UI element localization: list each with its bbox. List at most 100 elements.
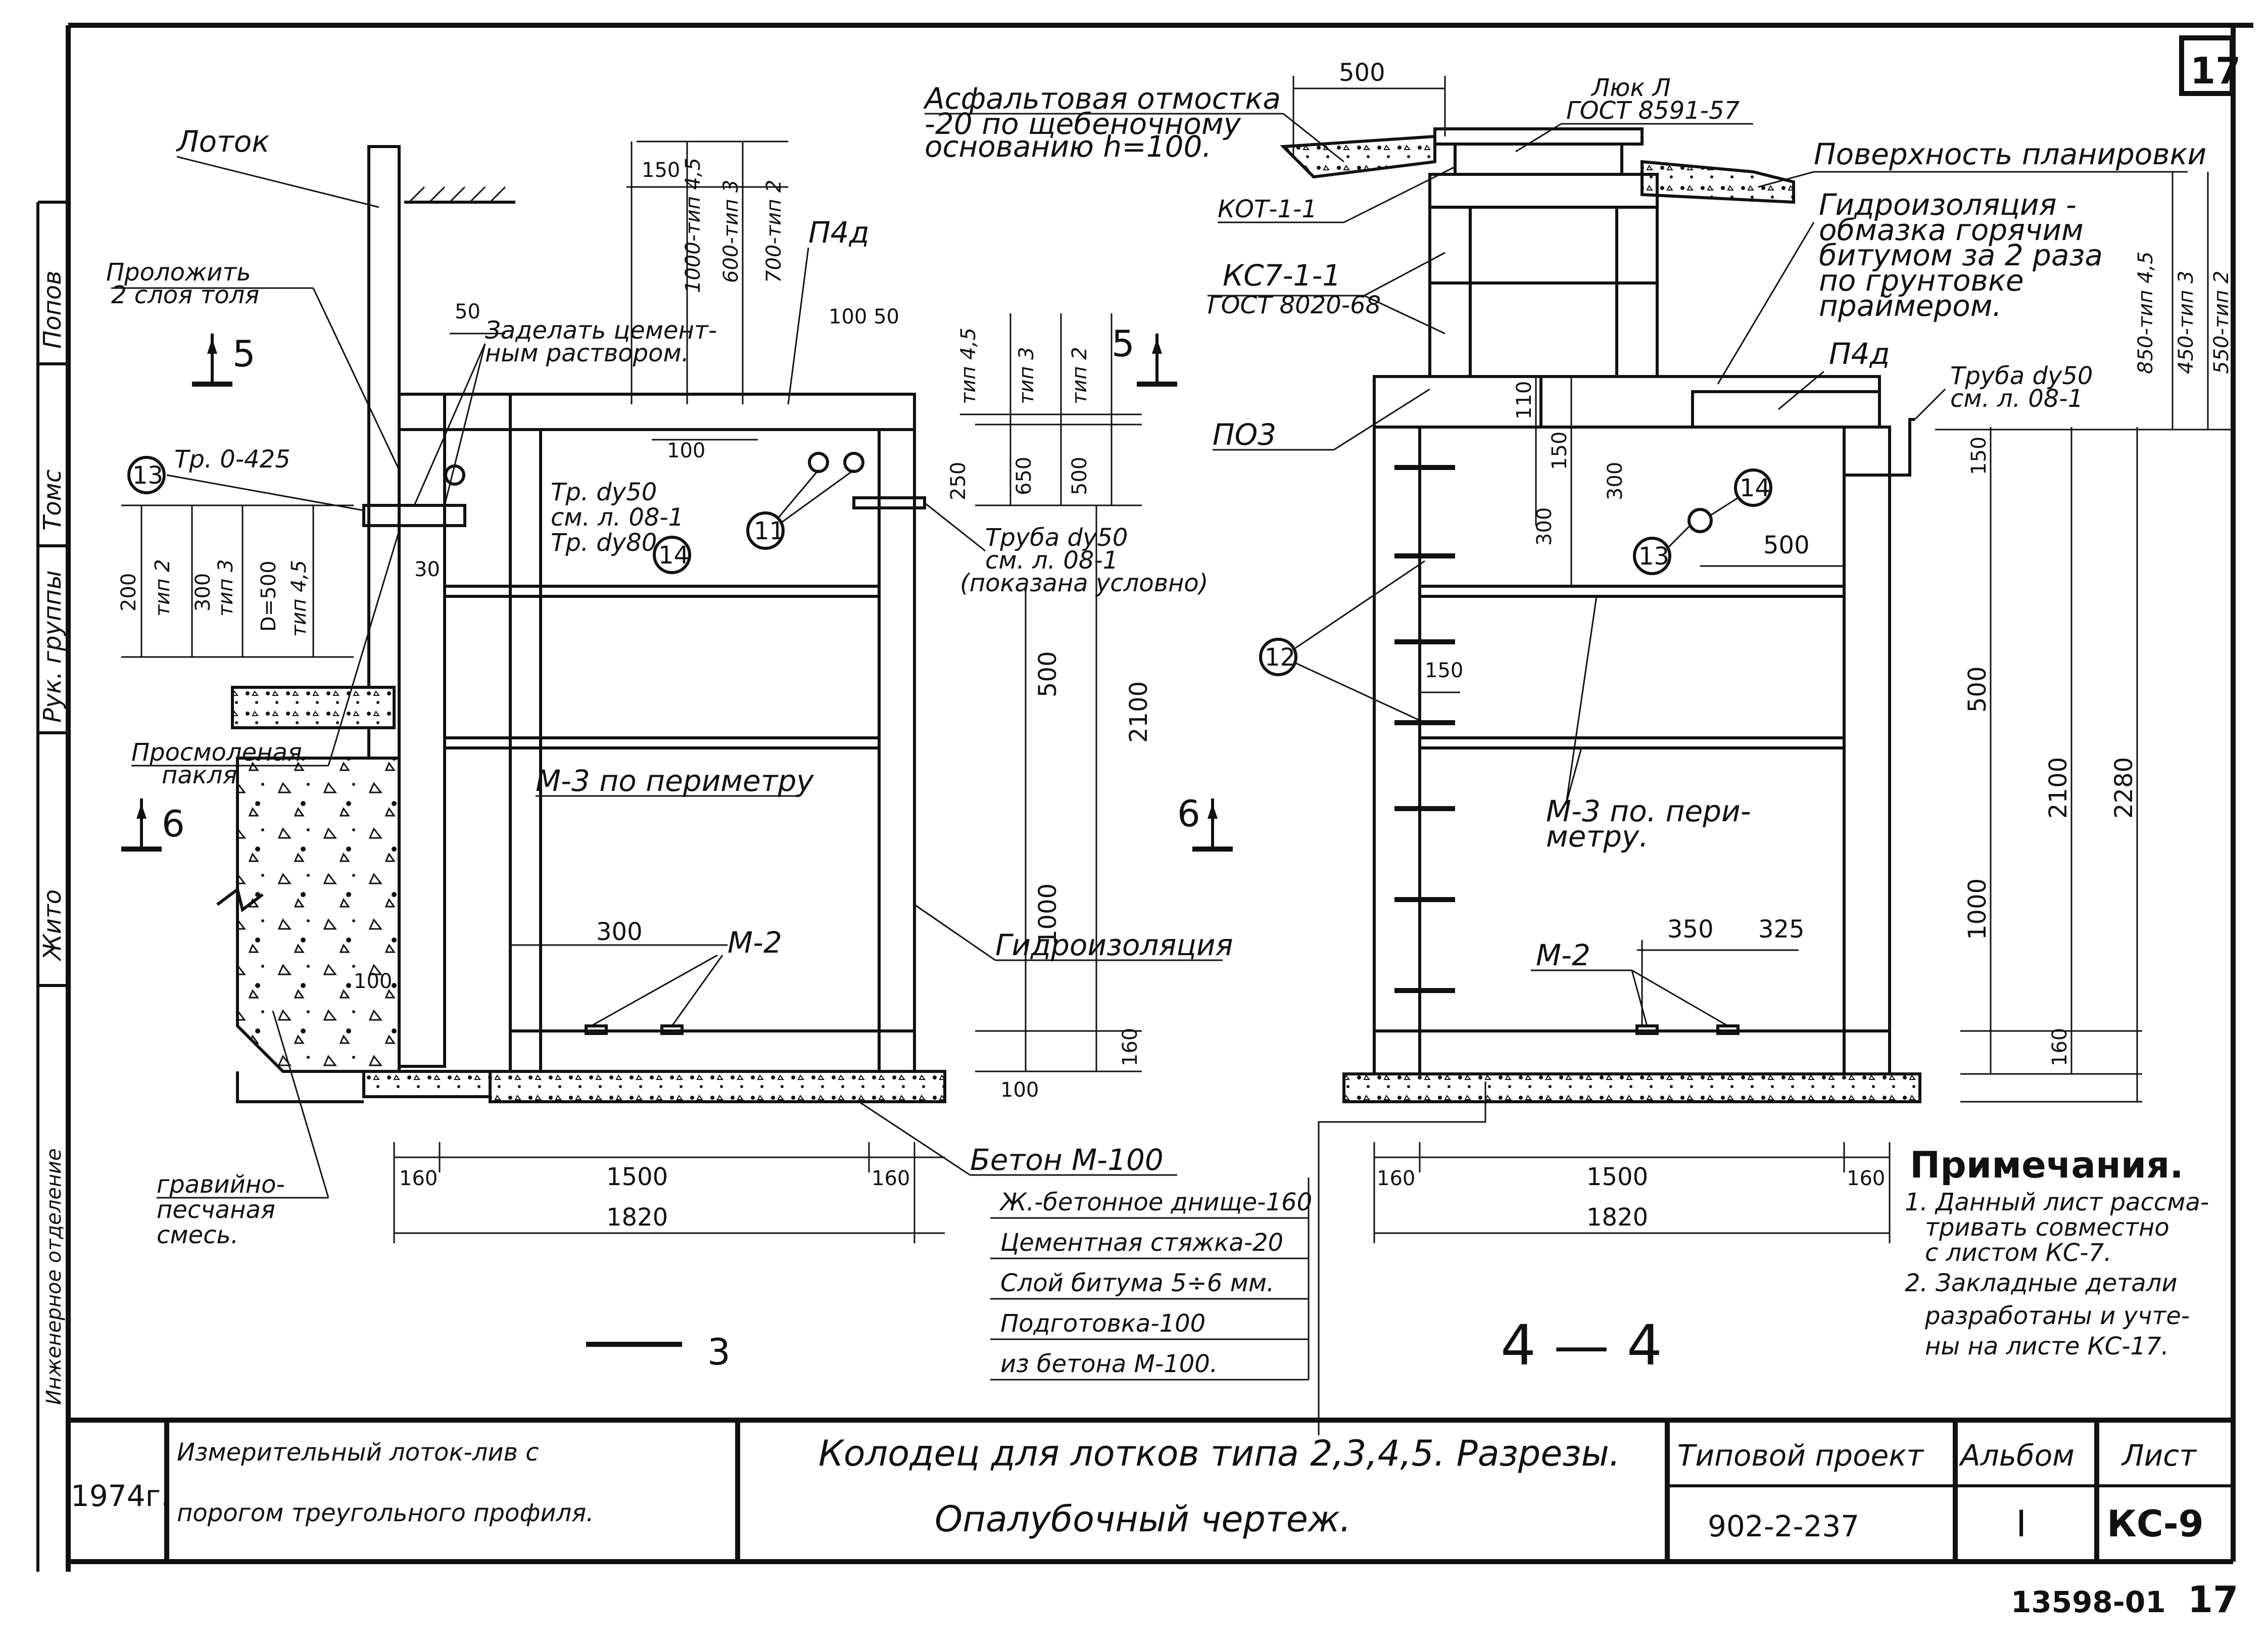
label-gidro-3: Гидроизоляция <box>995 928 1233 962</box>
section-4-dim-lines <box>1292 76 2233 1243</box>
callout-12 <box>1259 560 1425 724</box>
dim-left-100: 100 <box>354 970 392 993</box>
layers-list <box>990 1178 1310 1381</box>
label-pch-4: П4д <box>1829 337 1890 371</box>
section-marker-6-right <box>1192 798 1233 852</box>
archive-number: 13598-01 <box>2011 1585 2166 1619</box>
dim-3-t3: тип 3 <box>1015 347 1038 404</box>
dim-3-300: 300 <box>596 918 643 946</box>
dim-left-30: 30 <box>414 558 440 581</box>
dim-4-150: 150 <box>1548 432 1571 470</box>
dim-4-150c: 150 <box>1967 437 1991 475</box>
label-asfalt-3: основанию h=100. <box>925 129 1212 164</box>
label-tr-0425: Тр. 0-425 <box>174 445 291 474</box>
dim-4-300b: 300 <box>1533 507 1556 546</box>
dim-4-1000: 1000 <box>1963 878 1992 940</box>
left-dimension-lines <box>121 140 788 658</box>
label-truba1c: Тр. dу80 <box>551 529 657 557</box>
title-sheet-label: Лист <box>2121 1438 2197 1473</box>
sheet-frame <box>66 23 2253 1572</box>
label-m2-44: М-2 <box>1536 938 1590 972</box>
dim-left-t45: тип 4,5 <box>287 560 311 637</box>
dim-4-2280: 2280 <box>2110 757 2138 819</box>
dim-left-d500: D=500 <box>257 560 280 632</box>
dim-3-160: 160 <box>1119 1028 1142 1066</box>
dim-left-t3: тип 3 <box>214 559 237 617</box>
dim-3-500: 500 <box>1034 651 1062 697</box>
dim-4-500v: 500 <box>1963 666 1992 713</box>
dim-left-1000: 1000-тип 4,5 <box>682 158 705 293</box>
dim-4-850: 850-тип 4,5 <box>2134 251 2157 374</box>
label-lotok: Лоток <box>176 124 269 159</box>
callout-11 <box>746 469 854 550</box>
dim-4-160: 160 <box>2048 1028 2071 1066</box>
label-asfalt-2: -20 по щебеночному <box>925 107 1241 141</box>
dim-left-700: 700-тип 2 <box>762 180 786 283</box>
label-asfalt-1: Асфальтовая отмостка <box>923 81 1281 116</box>
callout-14-right <box>1710 468 1772 516</box>
dim-4-500: 500 <box>1763 531 1810 559</box>
dim-3-1820: 1820 <box>606 1203 668 1232</box>
dim-4-160b: 160 <box>1847 1167 1885 1190</box>
notes-line-6: ны на листе КС-17. <box>1925 1332 2169 1360</box>
section-3-dim-lines <box>393 313 1142 1243</box>
dim-4-350: 350 <box>1667 915 1714 944</box>
label-ks-1: КС7-1-1 <box>1223 258 1341 293</box>
label-gidro-44-2: обмазка горячим <box>1819 213 2084 247</box>
label-kot: КОТ-1-1 <box>1218 195 1317 223</box>
dim-left-50: 50 <box>455 300 480 323</box>
callout-14-left-num: 14 <box>658 541 689 570</box>
label-zadelat-2: ным раствором. <box>485 339 689 367</box>
label-zadelat-1: Заделать цемент- <box>485 316 717 345</box>
label-luk-1: Люк Л <box>1590 74 1671 102</box>
dim-4-450: 450-тип 3 <box>2175 271 2198 374</box>
label-gidro-44-3: битумом за 2 раза <box>1819 238 2103 272</box>
label-pov: Поверхность планировки <box>1814 137 2206 171</box>
layer-item-5: из бетона М-100. <box>1000 1350 1218 1378</box>
dim-4-160a: 160 <box>1377 1167 1415 1190</box>
section-5-left-label: 5 <box>232 333 256 375</box>
bottom-sheet-number: 17 <box>2188 1578 2238 1621</box>
section-3-title: 3 <box>707 1331 731 1373</box>
dim-3-t45: тип 4,5 <box>957 327 980 404</box>
label-gravel-2: песчаная <box>157 1196 275 1224</box>
label-truba-44-1: Труба dу50 <box>1950 362 2093 390</box>
dim-4-300: 300 <box>1604 462 1627 500</box>
section-6-right-label: 6 <box>1177 792 1200 835</box>
dim-4-325: 325 <box>1758 915 1805 944</box>
strip-label-4: Жито <box>38 889 67 962</box>
dim-3-160a: 160 <box>399 1167 438 1190</box>
label-prolozhit: Проложить <box>106 258 251 287</box>
label-prosmol-1: Просмоленая <box>131 738 302 767</box>
notes-line-1: 1. Данный лист рассма- <box>1905 1188 2209 1216</box>
dim-4-550: 550-тип 2 <box>2210 271 2233 374</box>
layer-item-1: Ж.-бетонное днище-160 <box>999 1188 1312 1216</box>
strip-label-2: Томс <box>38 469 67 531</box>
notes-line-4: 2. Закладные детали <box>1905 1269 2178 1297</box>
dim-3-100-50: 100 50 <box>829 305 899 328</box>
label-m3-44-1: М-3 по. пери- <box>1546 794 1751 828</box>
callout-11-num: 11 <box>754 517 785 545</box>
label-pch-3: П4д <box>808 215 870 250</box>
title-year: 1974г. <box>71 1479 170 1513</box>
notes-line-2: тривать совместно <box>1925 1213 2169 1242</box>
dim-3-650: 650 <box>1012 457 1036 495</box>
dim-3-100: 100 <box>667 439 705 462</box>
notes-heading: Примечания. <box>1910 1144 2184 1186</box>
label-truba-44-2: см. л. 08-1 <box>1950 385 2083 413</box>
label-m3-3: М-3 по периметру <box>536 764 814 798</box>
section-marker-5-right <box>1137 334 1177 387</box>
section-4-geometry <box>1280 127 1921 1435</box>
notes-line-5: разработаны и учте- <box>1924 1302 2190 1330</box>
title-block-frame <box>164 1420 2233 1562</box>
dim-3-100b: 100 <box>1000 1078 1039 1102</box>
callout-13-right-num: 13 <box>1638 542 1669 571</box>
callout-14-left <box>653 536 691 574</box>
title-main-1: Колодец для лотков типа 2,3,4,5. Разрезы… <box>818 1433 1620 1474</box>
title-proj-label: Типовой проект <box>1677 1438 1924 1473</box>
dim-4-110: 110 <box>1513 381 1536 419</box>
label-truba1b: см. л. 08-1 <box>551 503 684 532</box>
layer-item-3: Слой битума 5÷6 мм. <box>1000 1269 1274 1297</box>
